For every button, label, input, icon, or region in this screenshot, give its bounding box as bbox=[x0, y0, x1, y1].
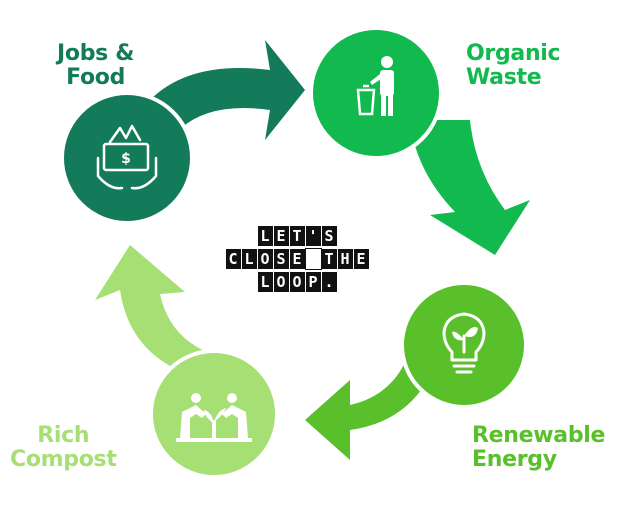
slogan-tile: O bbox=[257, 249, 273, 269]
lightbulb-leaf-icon bbox=[442, 312, 486, 374]
arrow-jobs-to-waste bbox=[150, 40, 305, 140]
label-renewable-energy: Renewable Energy bbox=[472, 424, 605, 472]
label-compost-line2: Compost bbox=[10, 447, 117, 472]
slogan-tile: E bbox=[273, 226, 289, 246]
label-jobs-food: Jobs & Food bbox=[57, 42, 134, 90]
slogan-tile: C bbox=[225, 249, 241, 269]
slogan-tile: T bbox=[321, 249, 337, 269]
slogan-tile: ' bbox=[305, 226, 321, 246]
slogan-tile: . bbox=[321, 272, 337, 292]
label-jobs-line2: Food bbox=[66, 65, 126, 90]
label-compost-line1: Rich bbox=[37, 423, 90, 448]
slogan-tile: O bbox=[289, 272, 305, 292]
arrow-compost-to-jobs bbox=[95, 245, 215, 380]
slogan-tile: L bbox=[241, 249, 257, 269]
label-waste-line1: Organic bbox=[466, 41, 561, 66]
arrow-waste-to-energy bbox=[410, 120, 530, 255]
slogan-tile: S bbox=[273, 249, 289, 269]
slogan-tile: L bbox=[257, 226, 273, 246]
plant-hands-icon bbox=[176, 393, 252, 442]
label-energy-line2: Energy bbox=[472, 447, 557, 472]
label-waste-line2: Waste bbox=[466, 65, 542, 90]
slogan-tile: L bbox=[257, 272, 273, 292]
label-organic-waste: Organic Waste bbox=[466, 41, 561, 90]
slogan-tile bbox=[304, 248, 322, 270]
circle-waste bbox=[309, 26, 443, 160]
slogan-tile: P bbox=[305, 272, 321, 292]
trash-person-icon bbox=[356, 56, 394, 116]
slogan-tile: H bbox=[337, 249, 353, 269]
circle-compost bbox=[149, 349, 279, 479]
slogan-tile: T bbox=[289, 226, 305, 246]
money-hands-icon: $ bbox=[96, 124, 158, 190]
slogan-tile: O bbox=[273, 272, 289, 292]
label-energy-line1: Renewable bbox=[472, 423, 606, 448]
slogan-tile: S bbox=[321, 226, 337, 246]
label-jobs-line1: Jobs & bbox=[57, 41, 135, 66]
svg-text:$: $ bbox=[121, 151, 131, 167]
slogan-tile: E bbox=[353, 249, 369, 269]
label-rich-compost: Rich Compost bbox=[10, 424, 117, 472]
arrow-energy-to-compost bbox=[305, 350, 440, 460]
slogan-tile: E bbox=[289, 249, 305, 269]
